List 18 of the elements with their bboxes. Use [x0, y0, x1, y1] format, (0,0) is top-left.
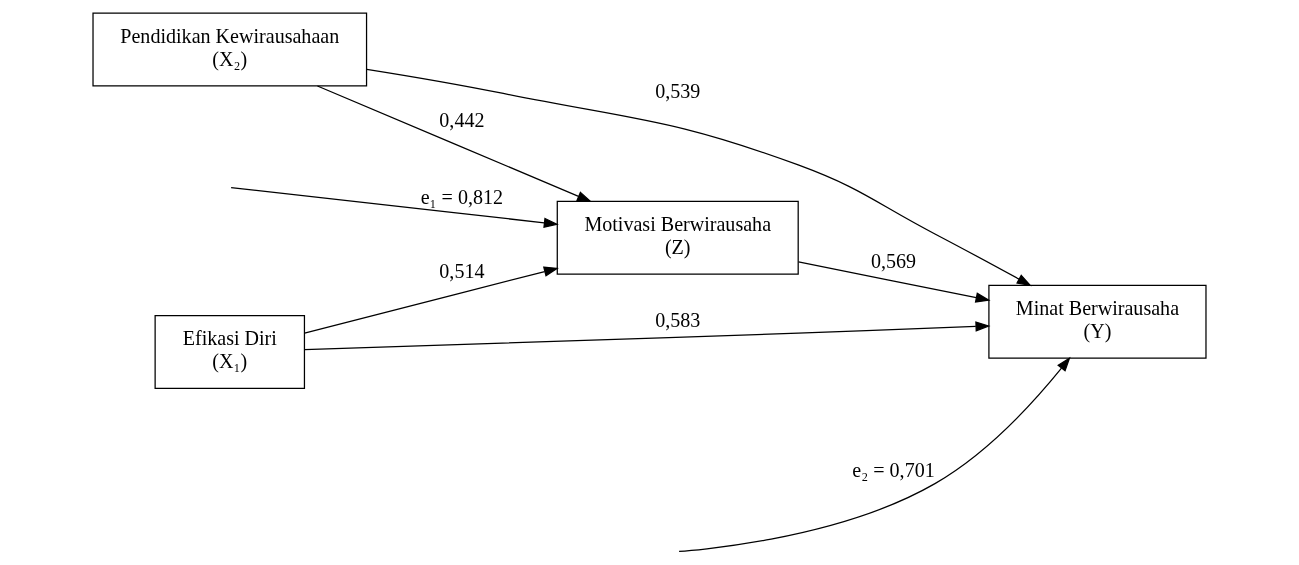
edge-label: 0,569 — [870, 249, 917, 272]
arrow — [303, 266, 559, 334]
node-box: Minat Berwirausaha (Y) — [988, 284, 1207, 359]
arrow — [303, 321, 991, 351]
edge-label: e₁ = 0,812 — [420, 185, 504, 208]
arrow — [316, 85, 593, 203]
arrow — [230, 186, 559, 229]
edge-label: 0,442 — [439, 109, 485, 132]
node-box: Pendidikan Kewirausahaan (X₂) — [92, 12, 368, 87]
node-box: Efikasi Diri (X₁) — [154, 314, 306, 389]
arrow — [797, 261, 991, 303]
arrow — [366, 68, 1032, 287]
edge-label: 0,583 — [655, 308, 701, 331]
edge-label: e₂ = 0,701 — [852, 459, 935, 482]
edge-label: 0,514 — [439, 259, 485, 282]
node-box: Motivasi Berwirausaha (Z) — [556, 200, 799, 275]
edge-label: 0,539 — [655, 80, 701, 103]
arrow — [678, 356, 1071, 553]
